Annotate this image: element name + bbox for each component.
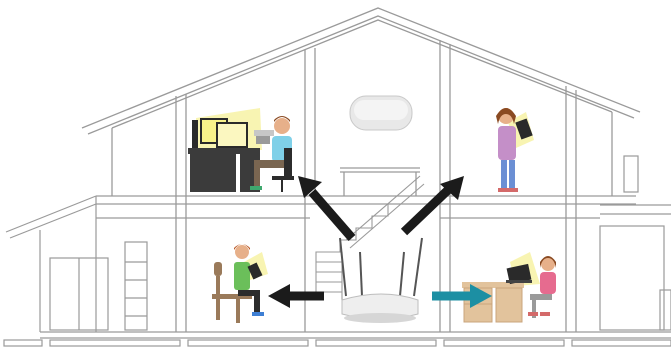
person-at-desk xyxy=(250,116,294,192)
main-roof xyxy=(81,7,641,196)
signal-arrow-icon-right xyxy=(432,284,492,308)
right-annex xyxy=(599,155,671,331)
staircase xyxy=(315,175,425,300)
structure xyxy=(96,40,636,332)
foundation xyxy=(3,331,671,347)
tablet-user-icon xyxy=(212,244,268,323)
signal-arrow-icon-upper-left xyxy=(298,176,356,241)
laptop-icon xyxy=(462,252,556,323)
signal-arrow-icon-upper-right xyxy=(400,176,464,236)
left-annex xyxy=(5,195,148,332)
signal-arrow-icon-left xyxy=(268,284,324,308)
desktop-computer-icon xyxy=(188,108,274,192)
tablet-reader-icon xyxy=(496,108,534,192)
signal-arrows xyxy=(268,176,492,308)
ceiling-access-point-icon xyxy=(349,95,413,131)
wifi-router-icon xyxy=(339,237,423,323)
